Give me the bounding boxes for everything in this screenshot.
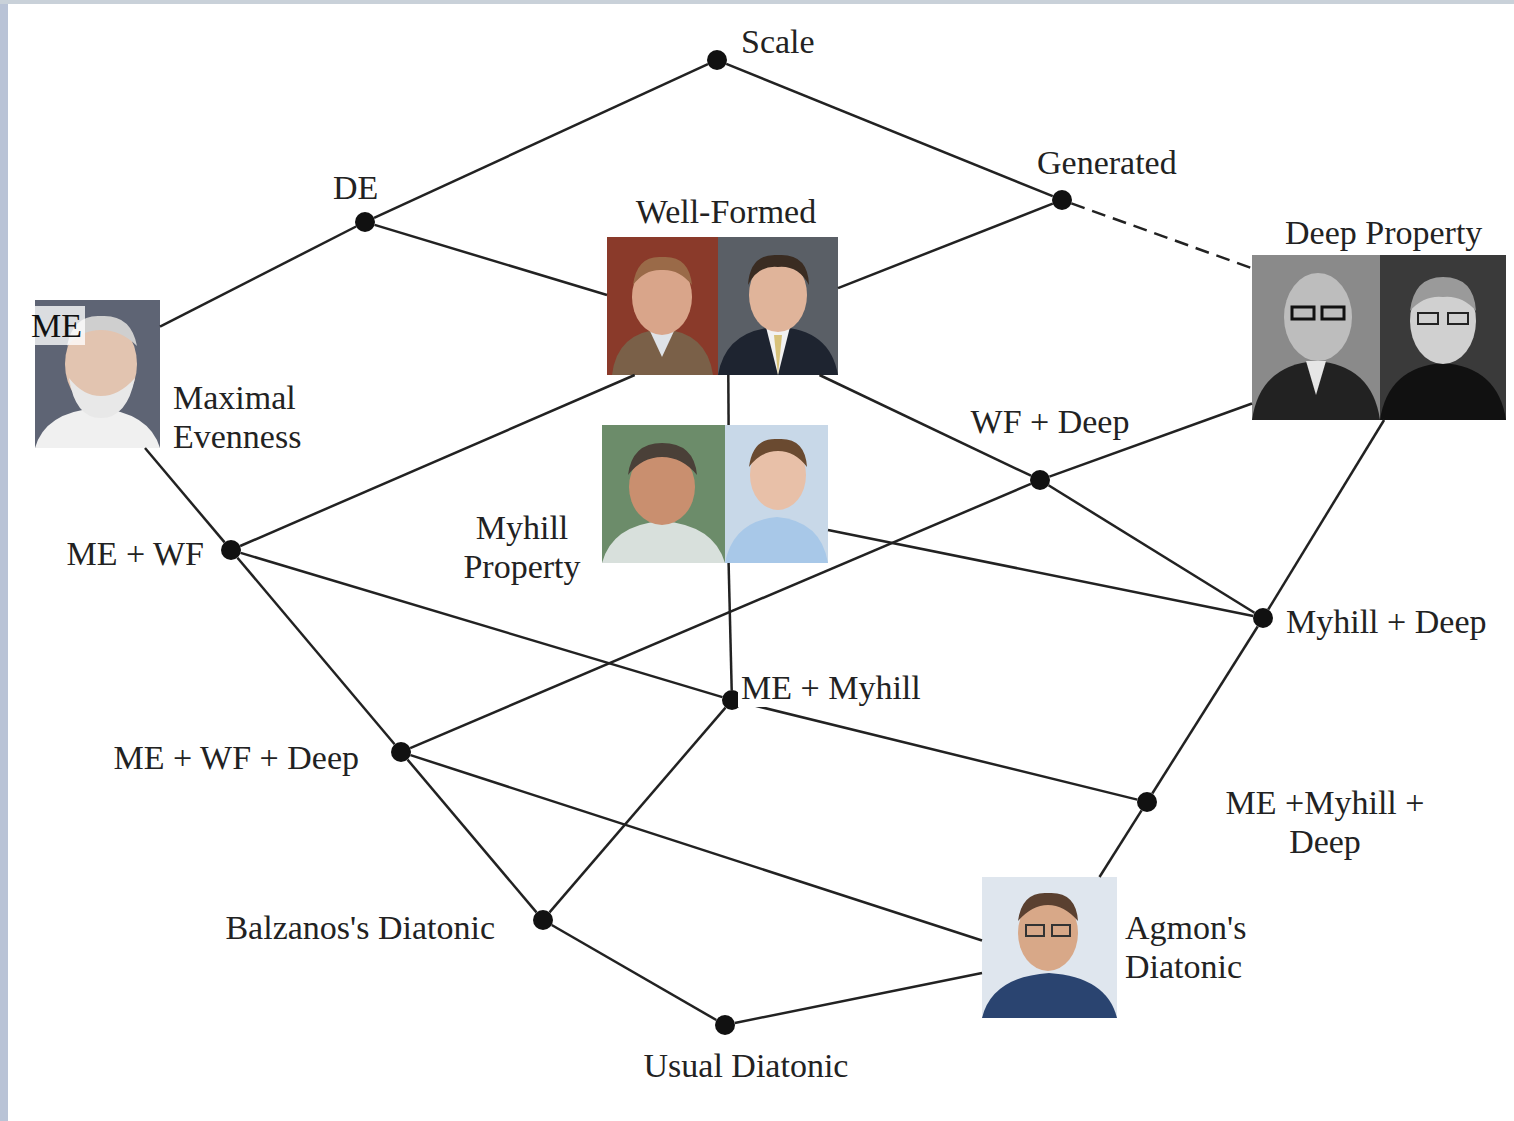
property-label: WF + Deep [968, 402, 1133, 441]
lattice-dot: WF + Deep [1030, 470, 1050, 490]
property-label: ME [28, 306, 85, 345]
lattice-line [742, 702, 1138, 799]
portrait [982, 877, 1117, 1018]
property-label: Maximal Evenness [170, 378, 326, 456]
lattice-line [1100, 810, 1142, 877]
lattice-line [727, 375, 730, 425]
dashed-lattice-line [1071, 203, 1252, 268]
frame-strip [0, 0, 1514, 4]
lattice-line [160, 227, 356, 327]
lattice-dot: DE [355, 212, 375, 232]
lattice-line [408, 760, 537, 913]
portrait [725, 425, 828, 563]
lattice-dot: Usual Diatonic [715, 1015, 735, 1035]
property-label: ME + WF + Deep [111, 738, 362, 777]
portrait-node: Agmon's Diatonic [982, 877, 1117, 1018]
lattice-line [237, 558, 394, 745]
lattice-line [1049, 485, 1255, 612]
lattice-line [145, 448, 225, 542]
portrait [607, 237, 718, 375]
lattice-line [552, 925, 717, 1020]
lattice-line [550, 708, 726, 913]
lattice-dot: Scale [707, 50, 727, 70]
property-label: Balzanos's Diatonic [222, 908, 498, 947]
portrait [1380, 255, 1506, 420]
lattice-line [735, 973, 982, 1023]
lattice-dot: ME + WF + Deep [391, 742, 411, 762]
lattice-dot: ME + Myhill [722, 690, 742, 710]
property-label: ME + Myhill [738, 668, 924, 707]
lattice-line [1152, 627, 1257, 794]
property-label: ME +Myhill + Deep [1207, 783, 1443, 861]
property-label: Generated [1034, 143, 1180, 182]
lattice-line [375, 225, 607, 295]
portrait-node: Myhill Property [602, 425, 828, 563]
property-label: ME + WF [63, 534, 207, 573]
lattice-line [410, 484, 1031, 748]
property-label: Usual Diatonic [641, 1046, 852, 1085]
lattice-dot: Myhill + Deep [1253, 608, 1273, 628]
lattice-dot: Balzanos's Diatonic [533, 910, 553, 930]
property-label: Well-Formed [633, 192, 819, 231]
portrait [718, 237, 838, 375]
property-label: Myhill + Deep [1283, 602, 1489, 641]
portrait [602, 425, 725, 563]
lattice-line [726, 64, 1052, 196]
lattice-dot: ME + WF [221, 540, 241, 560]
lattice-line [729, 563, 732, 690]
property-label: Deep Property [1282, 213, 1485, 252]
property-label: DE [330, 168, 381, 207]
property-label: Agmon's Diatonic [1122, 908, 1278, 986]
portrait-node: Well-Formed [607, 237, 838, 375]
portrait [1252, 255, 1380, 420]
lattice-line [1268, 420, 1384, 610]
property-label: Scale [738, 22, 818, 61]
portrait-node: Deep Property [1252, 255, 1506, 420]
portrait-node: MEMaximal Evenness [35, 300, 160, 448]
lattice-dot: Generated [1052, 190, 1072, 210]
lattice-dot: ME +Myhill + Deep [1137, 792, 1157, 812]
frame-strip [0, 0, 8, 1121]
property-label: Myhill Property [444, 508, 600, 586]
lattice-line [838, 204, 1053, 288]
